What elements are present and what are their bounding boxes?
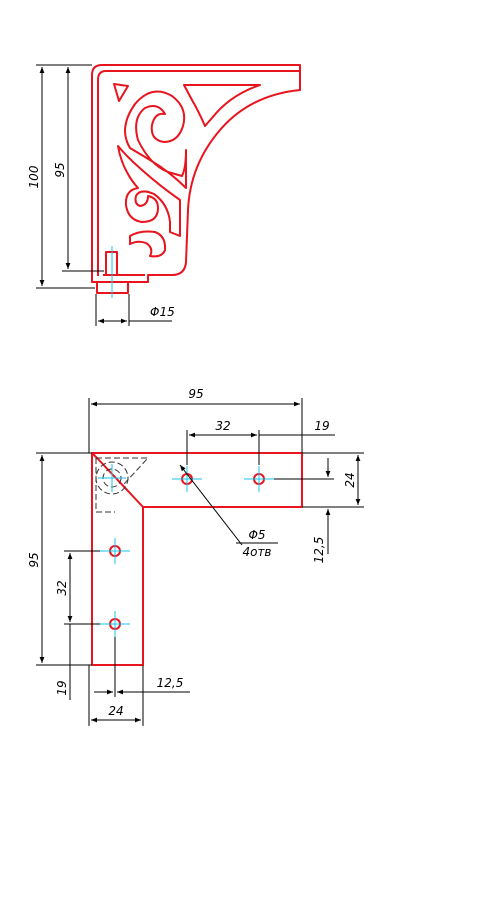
dim-arm-width-bottom: 24 (108, 704, 123, 718)
cutout-scroll-upper (124, 90, 187, 189)
dim-width-overall: 95 (188, 387, 203, 401)
chamfer-edge (97, 458, 144, 508)
hidden-peg-circle (95, 461, 129, 495)
dim-height-overall: 100 (27, 165, 41, 188)
dim-hole-diameter: Φ5 (248, 528, 265, 542)
dim-hole-offset-edge: 19 (314, 419, 329, 433)
dim-height-overall-top: 95 (27, 552, 41, 567)
dim-height-inner: 95 (53, 162, 67, 177)
dim-arm-offset-right: 12,5 (312, 537, 326, 564)
top-view: 95 32 19 24 12,5 Φ5 4отв 95 32 (27, 387, 364, 726)
cutout-bottom-curl (129, 230, 167, 258)
cutout-scroll-lower (117, 145, 181, 237)
front-view: 100 95 Φ15 (27, 64, 301, 326)
cutout-top-triangle (113, 83, 129, 102)
dim-arm-width-right: 24 (343, 472, 357, 487)
center-lines (98, 464, 274, 637)
dim-hole-count: 4отв (242, 545, 271, 559)
dim-leg-diameter: Φ15 (150, 305, 175, 319)
bracket-outline (91, 64, 301, 283)
dim-hole-spacing-h: 32 (215, 419, 230, 433)
cutout-wing (183, 84, 261, 127)
dim-arm-offset-bottom: 12,5 (157, 676, 184, 690)
dim-hole-offset-bottom: 19 (55, 680, 69, 695)
dim-hole-spacing-v: 32 (55, 580, 69, 595)
hidden-lines (95, 457, 150, 513)
bracket-inner-edge (97, 70, 300, 276)
